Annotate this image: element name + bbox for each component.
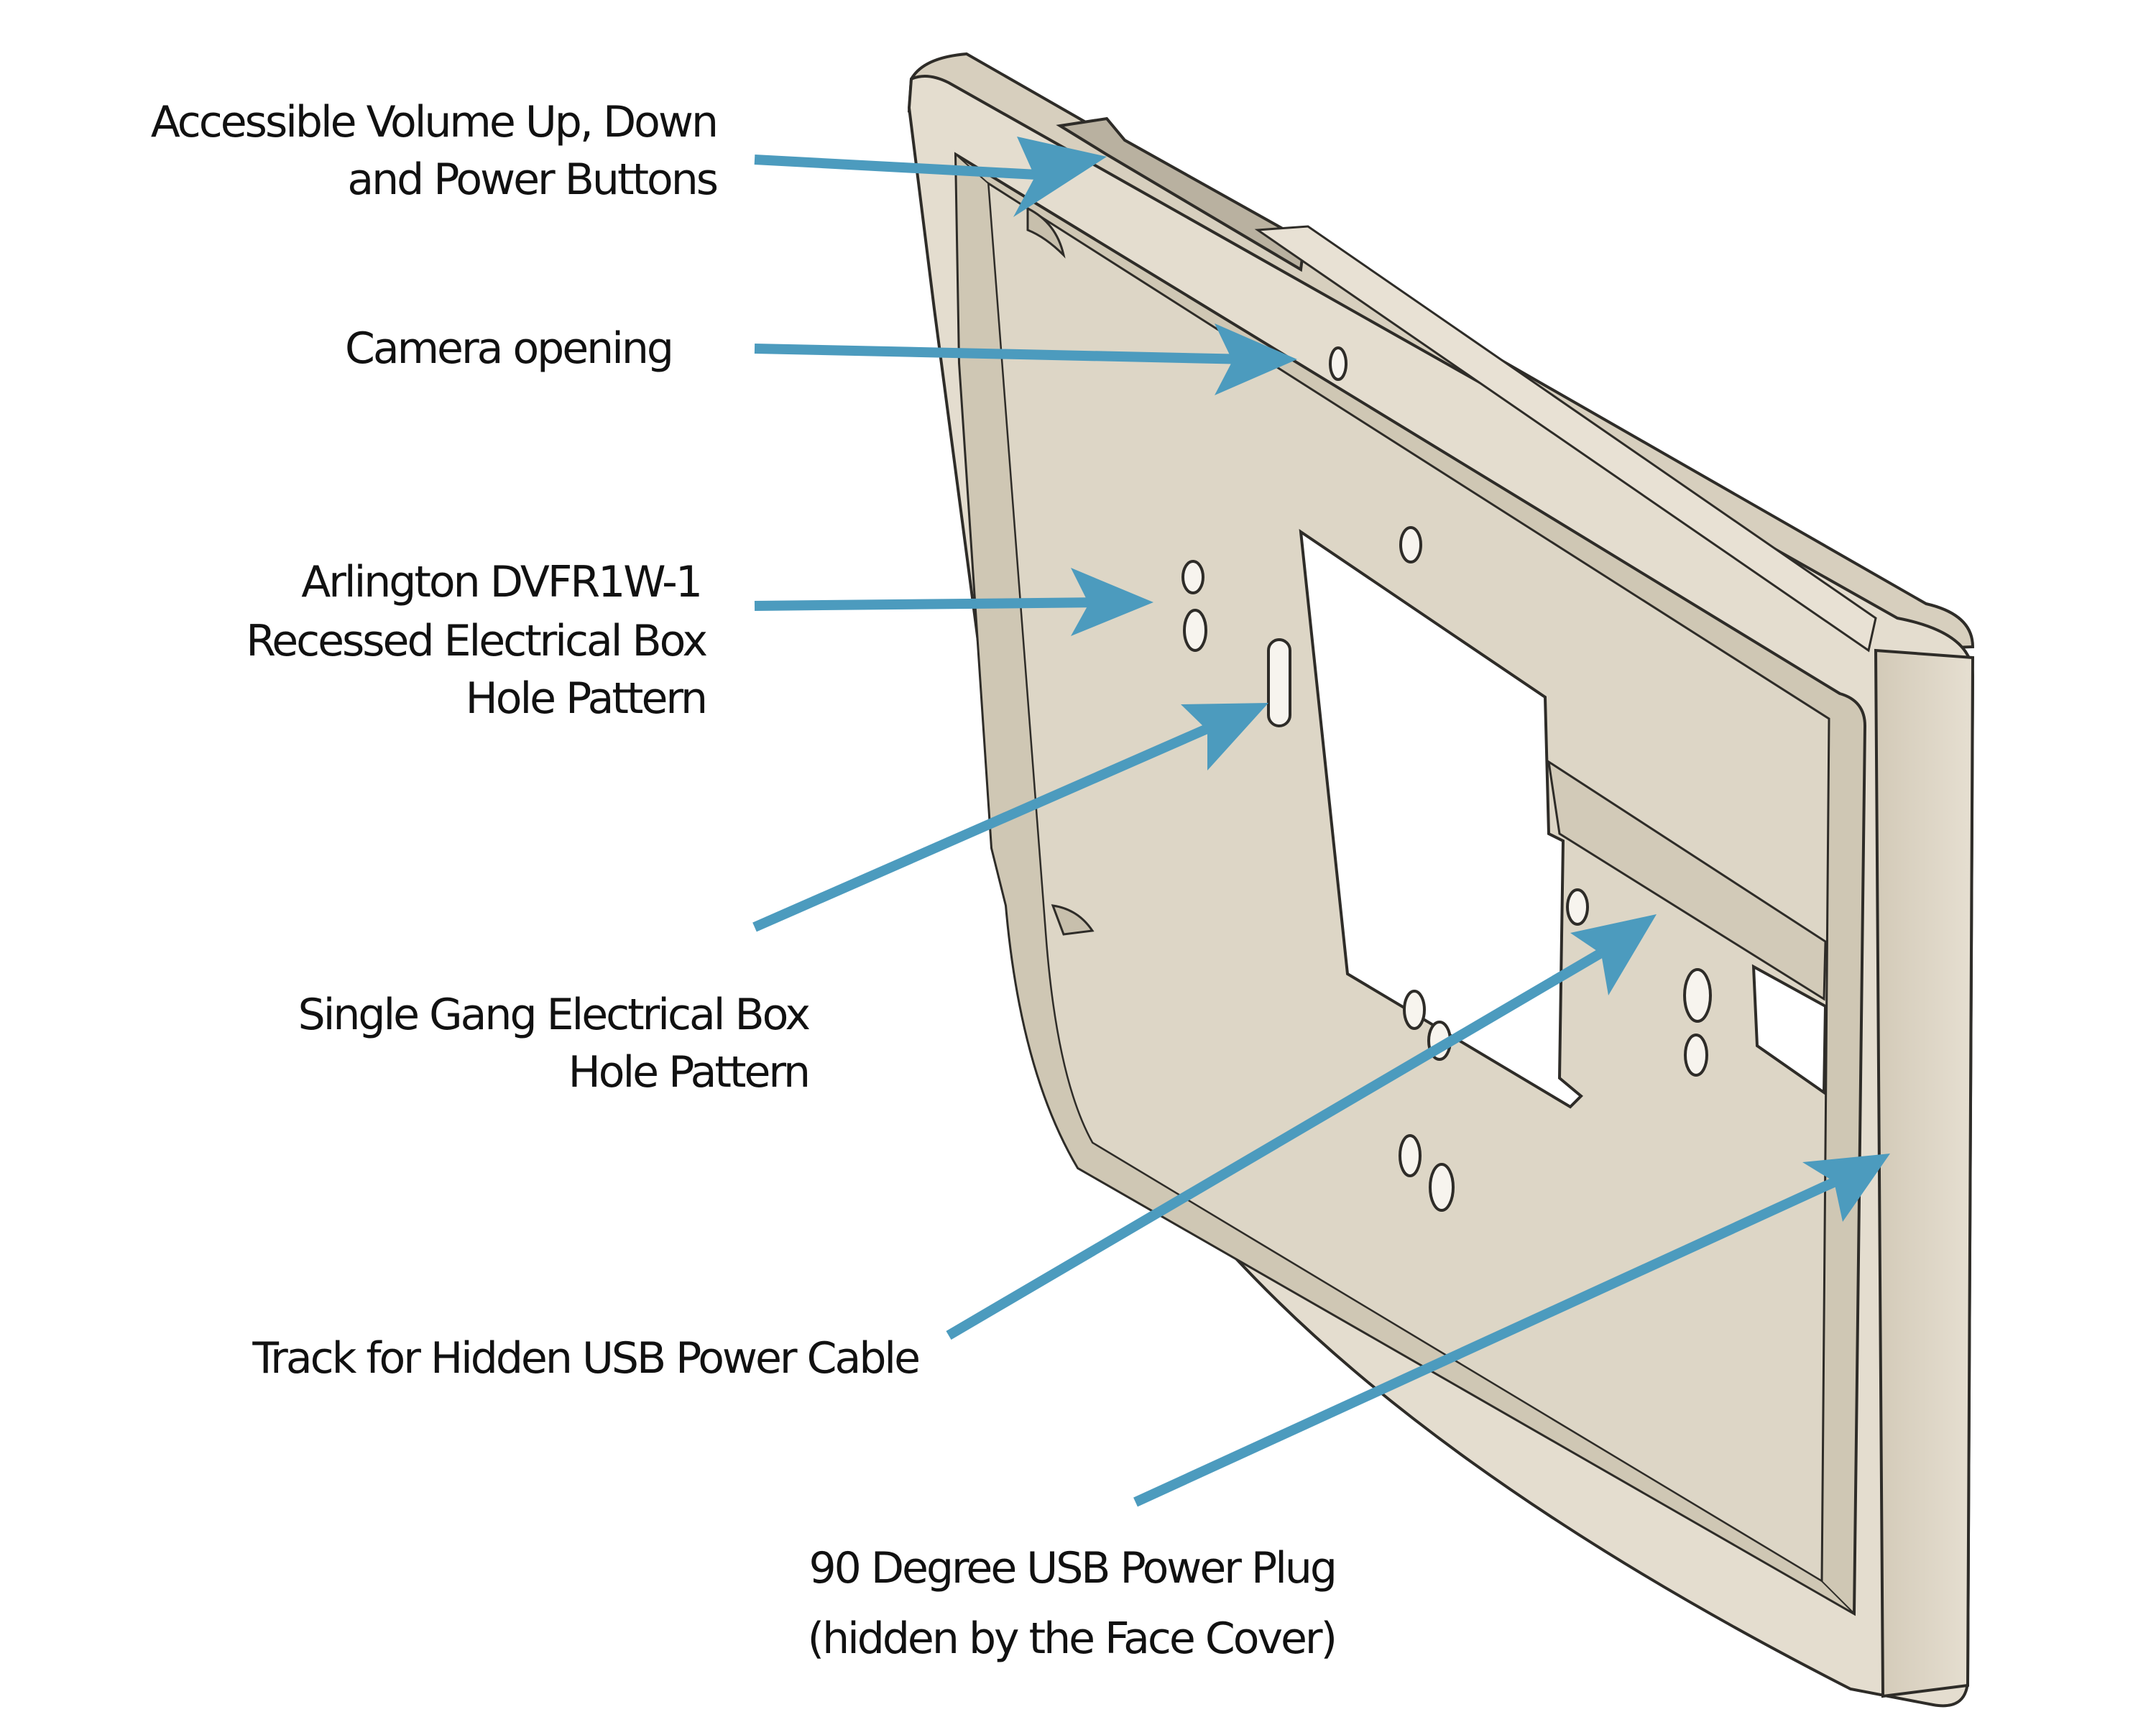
label-camera: Camera opening [345, 323, 672, 374]
arrow-usb-track [946, 914, 1657, 1340]
arrow-arlington [754, 568, 1153, 636]
gang-hole-top [1399, 526, 1422, 563]
callout-arrows [752, 137, 1890, 1507]
gang-hole-right-1 [1566, 888, 1589, 926]
arrow-camera [754, 323, 1297, 395]
gang-hole-right-2 [1683, 968, 1712, 1023]
label-arlington-line-3: Hole Pattern [466, 673, 706, 724]
recess-inner-wall [954, 152, 1855, 1614]
inner-corner-top [1026, 206, 1066, 259]
label-usb-track: Track for Hidden USB Power Cable [252, 1333, 918, 1384]
arlington-hole-2 [1183, 609, 1207, 652]
inner-corner-bottom [1051, 904, 1095, 936]
gang-hole-right-3 [1684, 1034, 1708, 1077]
camera-hole [1329, 346, 1348, 381]
callout-labels: Accessible Volume Up, Down and Power But… [151, 97, 1337, 1664]
frame-right-side [1874, 648, 1975, 1698]
usb-plug-slot [1751, 964, 1828, 1095]
wall-mount-model [907, 52, 1975, 1708]
label-arlington-line-2: Recessed Electrical Box [246, 616, 706, 666]
label-arlington-line-1: Arlington DVFR1W-1 [301, 557, 701, 607]
label-volume-power-line-2: and Power Buttons [347, 155, 717, 205]
cable-track [1547, 759, 1827, 1001]
label-single-gang-line-2: Hole Pattern [568, 1047, 808, 1097]
arlington-hole-1 [1181, 560, 1204, 594]
slot-hole [1267, 638, 1291, 727]
label-volume-power-line-1: Accessible Volume Up, Down [151, 97, 717, 147]
arrow-usb-plug [1133, 1154, 1890, 1507]
arrow-volume-power [754, 137, 1107, 217]
gang-hole-bottom-right [1429, 1163, 1455, 1212]
gang-hole-bottom-left [1399, 1134, 1422, 1177]
arrow-single-gang [752, 703, 1268, 932]
label-usb-plug-line-2: (hidden by the Face Cover) [808, 1614, 1335, 1664]
label-single-gang-line-1: Single Gang Electrical Box [298, 990, 810, 1040]
camera-housing [1254, 225, 1877, 653]
gang-hole-mid-left [1403, 990, 1426, 1030]
label-usb-plug-line-1: 90 Degree USB Power Plug [808, 1543, 1335, 1593]
